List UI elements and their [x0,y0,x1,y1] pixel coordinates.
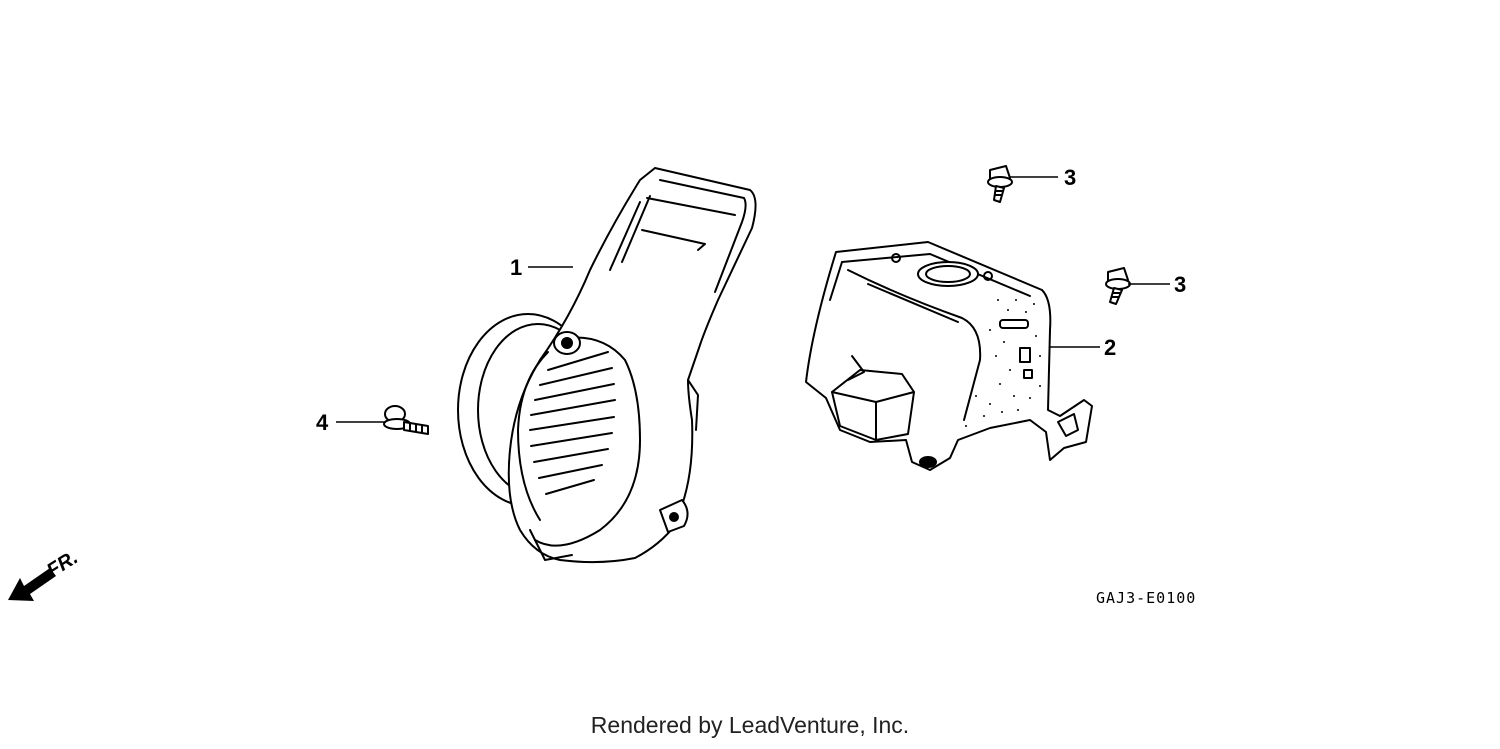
callout-3-lower-label: 3 [1174,272,1186,297]
front-direction-arrow-icon [8,568,56,601]
callout-2-label: 2 [1104,335,1116,360]
callout-4-label: 4 [316,410,329,435]
flange-bolt-upper-part[interactable] [987,165,1013,203]
flange-bolt-lower-part[interactable] [1105,267,1131,305]
callout-3-upper-label: 3 [1064,165,1076,190]
diagram-code: GAJ3-E0100 [1096,589,1196,607]
callout-leaders [336,176,1170,423]
fan-cover-part[interactable] [457,167,757,564]
footer-credit: Rendered by LeadVenture, Inc. [590,712,910,738]
callout-1-label: 1 [510,255,522,280]
screw-part[interactable] [383,405,429,435]
shroud-part[interactable] [805,241,1093,471]
